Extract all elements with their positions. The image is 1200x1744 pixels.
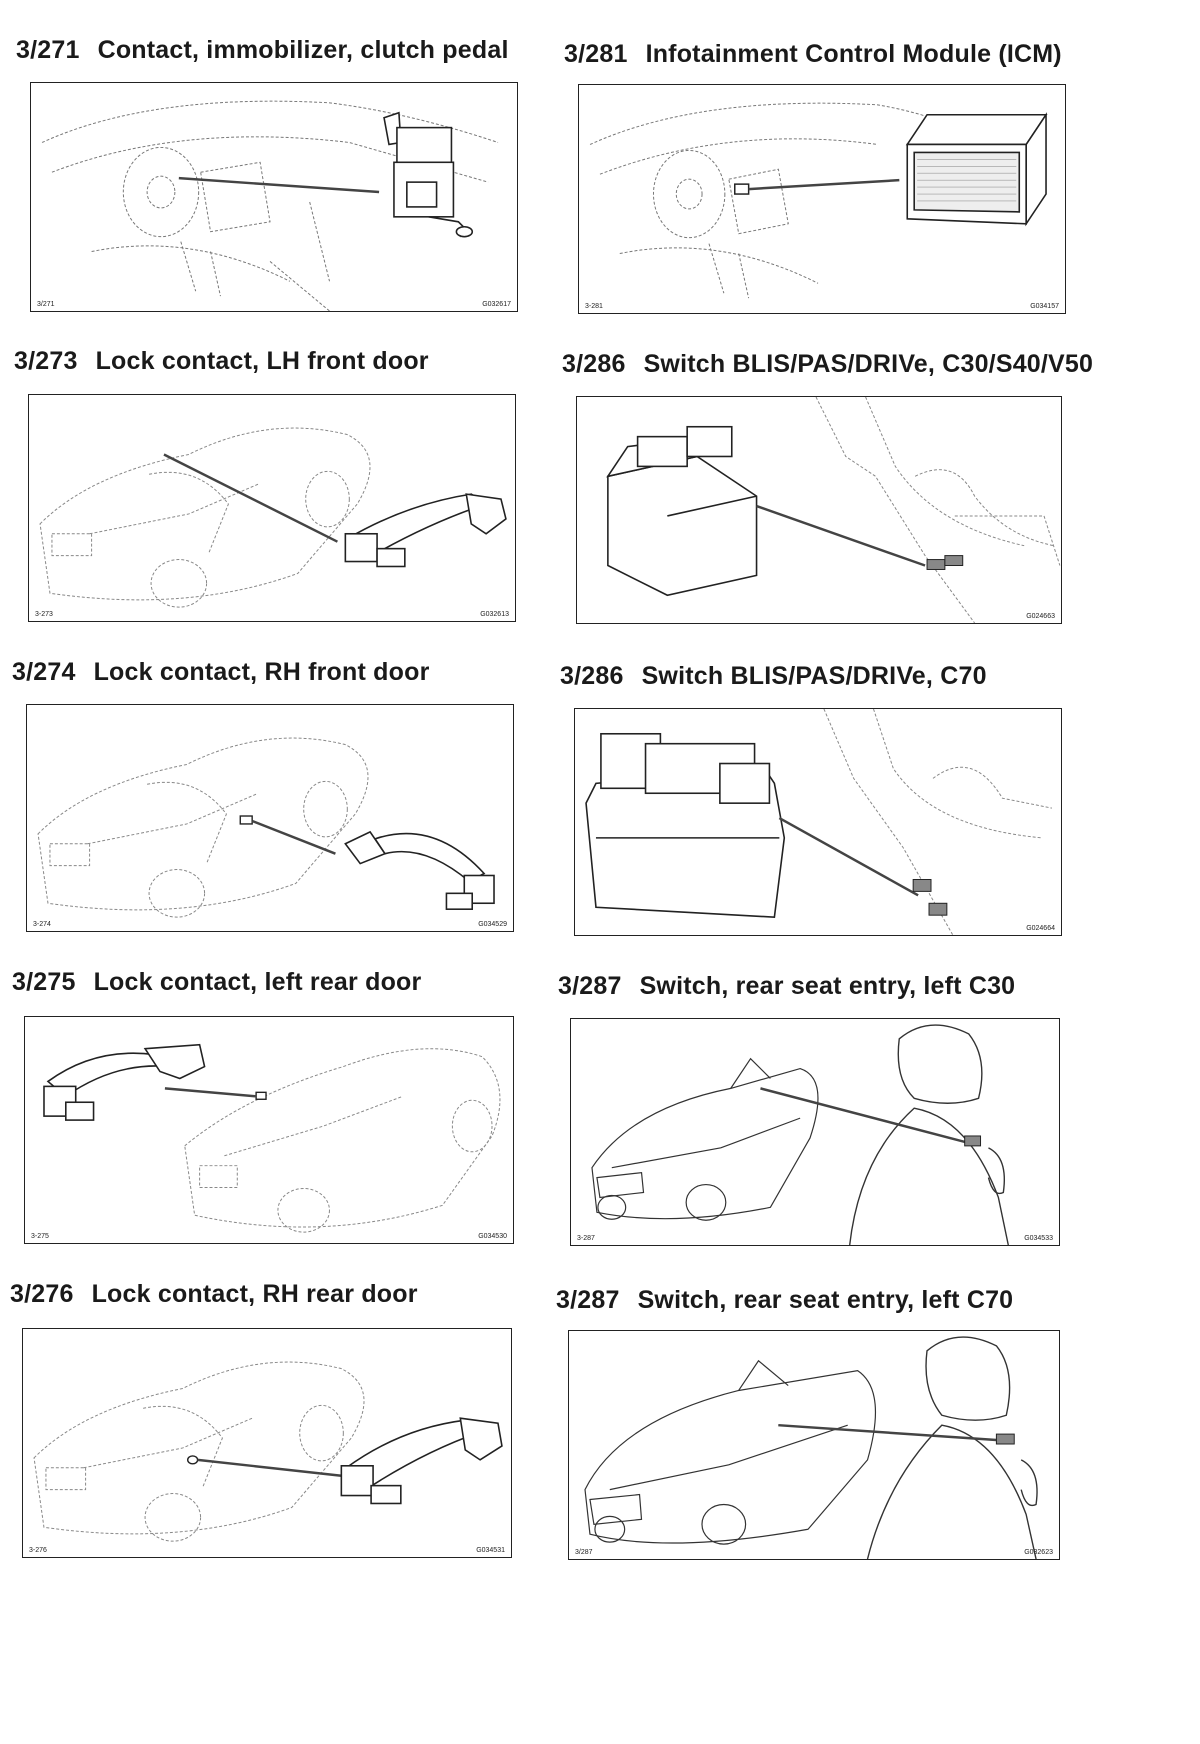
figure-number: 3-273: [35, 611, 53, 618]
figure-id: G034533: [1024, 1235, 1053, 1242]
figure-lh-front-door: 3-273 G032613: [28, 394, 516, 622]
entry-code: 3/281: [564, 40, 628, 68]
illustration-car: [43, 1043, 501, 1233]
entry-title: Infotainment Control Module (ICM): [645, 40, 1062, 68]
figure-number: 3-276: [29, 1547, 47, 1554]
entry-title: Switch, rear seat entry, left C70: [637, 1286, 1014, 1314]
figure-id: G032623: [1024, 1549, 1053, 1556]
figure-switch-c70: G024664: [574, 708, 1062, 936]
figure-rh-front-door: 3-274 G034529: [26, 704, 514, 932]
entry-heading: 3/286 Switch BLIS/PAS/DRIVe, C70: [560, 662, 987, 691]
entry-title: Switch, rear seat entry, left C30: [639, 972, 1016, 1000]
entry-code: 3/273: [14, 347, 78, 375]
entry-heading: 3/286 Switch BLIS/PAS/DRIVe, C30/S40/V50: [562, 350, 1093, 379]
figure-id: G032617: [482, 301, 511, 308]
figure-dash-clutch: 3/271 G032617: [30, 82, 518, 312]
entry-code: 3/287: [558, 972, 622, 1000]
entry-title: Switch BLIS/PAS/DRIVe, C70: [641, 662, 987, 690]
figure-number: 3/271: [37, 301, 55, 308]
entry-title: Lock contact, RH rear door: [91, 1280, 418, 1308]
entry-title: Lock contact, left rear door: [93, 968, 422, 996]
entry-title: Lock contact, LH front door: [95, 347, 429, 375]
illustration-dashboard: [41, 100, 499, 311]
figure-seat-c70: 3/287 G032623: [568, 1330, 1060, 1560]
entry-title: Contact, immobilizer, clutch pedal: [97, 36, 509, 64]
entry-heading: 3/274 Lock contact, RH front door: [12, 658, 430, 687]
entry-heading: 3/287 Switch, rear seat entry, left C70: [556, 1286, 1013, 1315]
figure-number: 3/287: [575, 1549, 593, 1556]
figure-seat-c30: 3-287 G034533: [570, 1018, 1060, 1246]
illustration-switch: [606, 397, 1061, 623]
entry-heading: 3/276 Lock contact, RH rear door: [10, 1280, 418, 1309]
entry-code: 3/276: [10, 1280, 74, 1308]
figure-number: 3-274: [33, 921, 51, 928]
entry-code: 3/286: [562, 350, 626, 378]
entry-code: 3/275: [12, 968, 76, 996]
entry-heading: 3/287 Switch, rear seat entry, left C30: [558, 972, 1015, 1001]
illustration-switch: [585, 709, 1053, 935]
figure-rh-rear-door: 3-276 G034531: [22, 1328, 512, 1558]
figure-id: G032613: [480, 611, 509, 618]
entry-code: 3/274: [12, 658, 76, 686]
figure-id: G034157: [1030, 303, 1059, 310]
figure-number: 3-281: [585, 303, 603, 310]
figure-id: G024664: [1026, 925, 1055, 932]
illustration-car: [39, 427, 507, 608]
figure-number: 3-275: [31, 1233, 49, 1240]
entry-heading: 3/275 Lock contact, left rear door: [12, 968, 421, 997]
illustration-convertible: [584, 1336, 1038, 1559]
figure-switch-console: G024663: [576, 396, 1062, 624]
entry-code: 3/286: [560, 662, 624, 690]
figure-left-rear-door: 3-275 G034530: [24, 1016, 514, 1244]
entry-title: Lock contact, RH front door: [93, 658, 430, 686]
figure-number: 3-287: [577, 1235, 595, 1242]
figure-id: G024663: [1026, 613, 1055, 620]
entry-title: Switch BLIS/PAS/DRIVe, C30/S40/V50: [643, 350, 1094, 378]
figure-icm: 3-281 G034157: [578, 84, 1066, 314]
illustration-car: [33, 1361, 503, 1542]
entry-code: 3/271: [16, 36, 80, 64]
figure-id: G034531: [476, 1547, 505, 1554]
entry-code: 3/287: [556, 1286, 620, 1314]
figure-id: G034530: [478, 1233, 507, 1240]
illustration-icm: [589, 102, 1048, 299]
entry-heading: 3/281 Infotainment Control Module (ICM): [564, 40, 1062, 69]
illustration-convertible: [591, 1024, 1009, 1245]
entry-heading: 3/271 Contact, immobilizer, clutch pedal: [16, 36, 509, 65]
illustration-car: [37, 737, 495, 918]
figure-id: G034529: [478, 921, 507, 928]
entry-heading: 3/273 Lock contact, LH front door: [14, 347, 429, 376]
